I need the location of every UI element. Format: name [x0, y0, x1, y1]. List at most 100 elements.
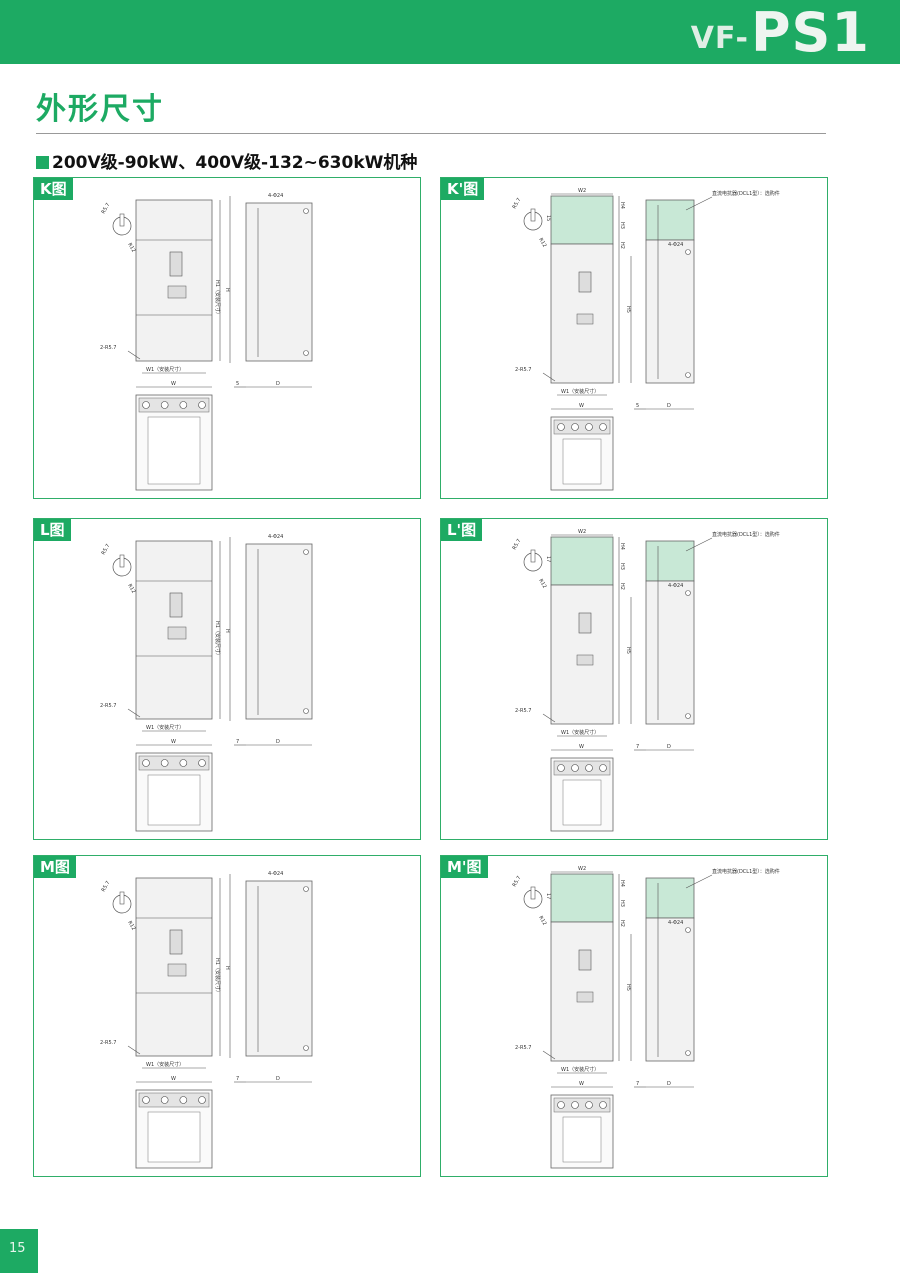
mount-hole-icon: [303, 886, 309, 892]
gap-label: 7: [636, 744, 639, 750]
cover-plate: [147, 416, 201, 485]
inverter-side-body: [645, 917, 695, 1062]
mount-hole-icon: [685, 372, 691, 378]
terminal-cover: [576, 991, 594, 1003]
terminal-cover: [167, 285, 187, 299]
cover-plate: [562, 438, 602, 485]
depth-label: D: [276, 739, 280, 745]
leader-line: [685, 196, 713, 211]
mount-holes-label: 2-R5.7: [515, 708, 531, 714]
hole-dia-label: 4-Φ24: [668, 920, 683, 926]
dimension-line: [542, 713, 556, 723]
panel-label: L图: [34, 519, 71, 541]
width1-label: W1（安装尺寸）: [561, 388, 599, 395]
terminal-block: [553, 760, 611, 776]
gap-label: 7: [236, 739, 239, 745]
terminal-block: [138, 755, 210, 771]
height5-label: H5: [625, 647, 631, 654]
radius-label: R5.7: [101, 880, 112, 893]
dimension-line: [127, 708, 141, 718]
header-bar: [0, 0, 900, 64]
dimension-line: [542, 1050, 556, 1060]
terminal-cover: [576, 313, 594, 325]
terminal-screw-icon: [599, 764, 607, 772]
height4-label: H4: [619, 543, 625, 550]
terminal-screw-icon: [160, 401, 169, 409]
keyhole-slot-neck: [119, 554, 125, 568]
width-label: W: [579, 744, 584, 750]
inverter-side-body: [245, 543, 313, 720]
leader-line: [685, 537, 713, 552]
section-heading: 200V级-90kW、400V级-132~630kW机种: [36, 148, 417, 173]
terminal-block: [138, 397, 210, 413]
hole-dia-label: 4-Φ24: [668, 242, 683, 248]
terminal-screw-icon: [160, 759, 169, 767]
brand-main: PS1: [750, 1, 870, 64]
cover-plate: [562, 1116, 602, 1163]
inverter-front-body: [550, 584, 614, 725]
radius-label: R5.7: [512, 197, 523, 210]
radius-label: R5.7: [512, 538, 523, 551]
height2-label: H2: [619, 242, 625, 249]
hole-dia-label: 4-Φ24: [268, 871, 283, 877]
panel-label: K图: [34, 178, 73, 200]
mount-hole-icon: [685, 927, 691, 933]
dc-reactor-side: [645, 540, 695, 582]
width-label: W: [171, 739, 176, 745]
width1-label: W1（安装尺寸）: [146, 724, 184, 731]
slot-dimension-label: 17: [545, 556, 551, 562]
radius-label: R12: [126, 242, 136, 254]
panel-label: L'图: [441, 519, 483, 541]
terminal-screw-icon: [142, 759, 150, 767]
section-heading-text: 200V级-90kW、400V级-132~630kW机种: [52, 153, 418, 173]
width2-label: W2: [578, 188, 586, 194]
mount-holes-label: 2-R5.7: [515, 367, 531, 373]
cover-plate: [147, 1111, 201, 1163]
drawing-svg: R5.7R1215W2H4H3H2H5W1（安装尺寸）W2-R5.7直流电抗器(…: [512, 188, 780, 491]
reactor-note: 直流电抗器(DCL1型）：选购件: [712, 868, 780, 875]
mount-hole-icon: [303, 549, 309, 555]
slot-dimension-label: 15: [545, 215, 551, 221]
height2-label: H2: [619, 583, 625, 590]
terminal-screw-icon: [585, 423, 593, 431]
width-label: W: [579, 1081, 584, 1087]
hole-dia-label: 4-Φ24: [268, 534, 283, 540]
drawing-svg: R5.7R1217W2H4H3H2H5W1（安装尺寸）W2-R5.7直流电抗器(…: [512, 866, 780, 1169]
gap-label: 7: [236, 1076, 239, 1082]
terminal-screw-icon: [557, 764, 565, 772]
hole-dia-label: 4-Φ24: [668, 583, 683, 589]
mount-hole-icon: [303, 1045, 309, 1051]
gap-label: 5: [236, 381, 239, 387]
page-title: 外形尺寸: [36, 92, 164, 127]
dimension-line: [542, 372, 556, 382]
mount-hole-icon: [303, 708, 309, 714]
terminal-screw-icon: [599, 1101, 607, 1109]
panel-label: M'图: [441, 856, 488, 878]
height4-label: H4: [619, 880, 625, 887]
terminal-screw-icon: [142, 401, 150, 409]
inverter-front-body: [550, 243, 614, 384]
radius-label: R12: [537, 578, 547, 590]
inverter-side-body: [645, 239, 695, 384]
panel-l: L图 R5.7R1217H1（安装尺寸）HW1（安装尺寸）W2-R5.74-Φ2…: [33, 518, 421, 840]
keyhole-slot-neck: [119, 891, 125, 905]
mount-hole-icon: [303, 208, 309, 214]
terminal-screw-icon: [585, 1101, 593, 1109]
keypad-display: [578, 271, 592, 293]
terminal-screw-icon: [198, 759, 206, 767]
terminal-screw-icon: [571, 764, 579, 772]
mount-holes-label: 2-R5.7: [515, 1045, 531, 1051]
mount-hole-icon: [685, 1050, 691, 1056]
terminal-screw-icon: [142, 1096, 150, 1104]
terminal-block: [553, 1097, 611, 1113]
radius-label: R5.7: [101, 543, 112, 556]
radius-label: R12: [537, 237, 547, 249]
height-label: H: [224, 288, 230, 292]
height1-label: H1（安装尺寸）: [214, 621, 221, 658]
radius-label: R12: [126, 583, 136, 595]
width1-label: W1（安装尺寸）: [146, 1061, 184, 1068]
keyhole-slot-neck: [119, 213, 125, 227]
